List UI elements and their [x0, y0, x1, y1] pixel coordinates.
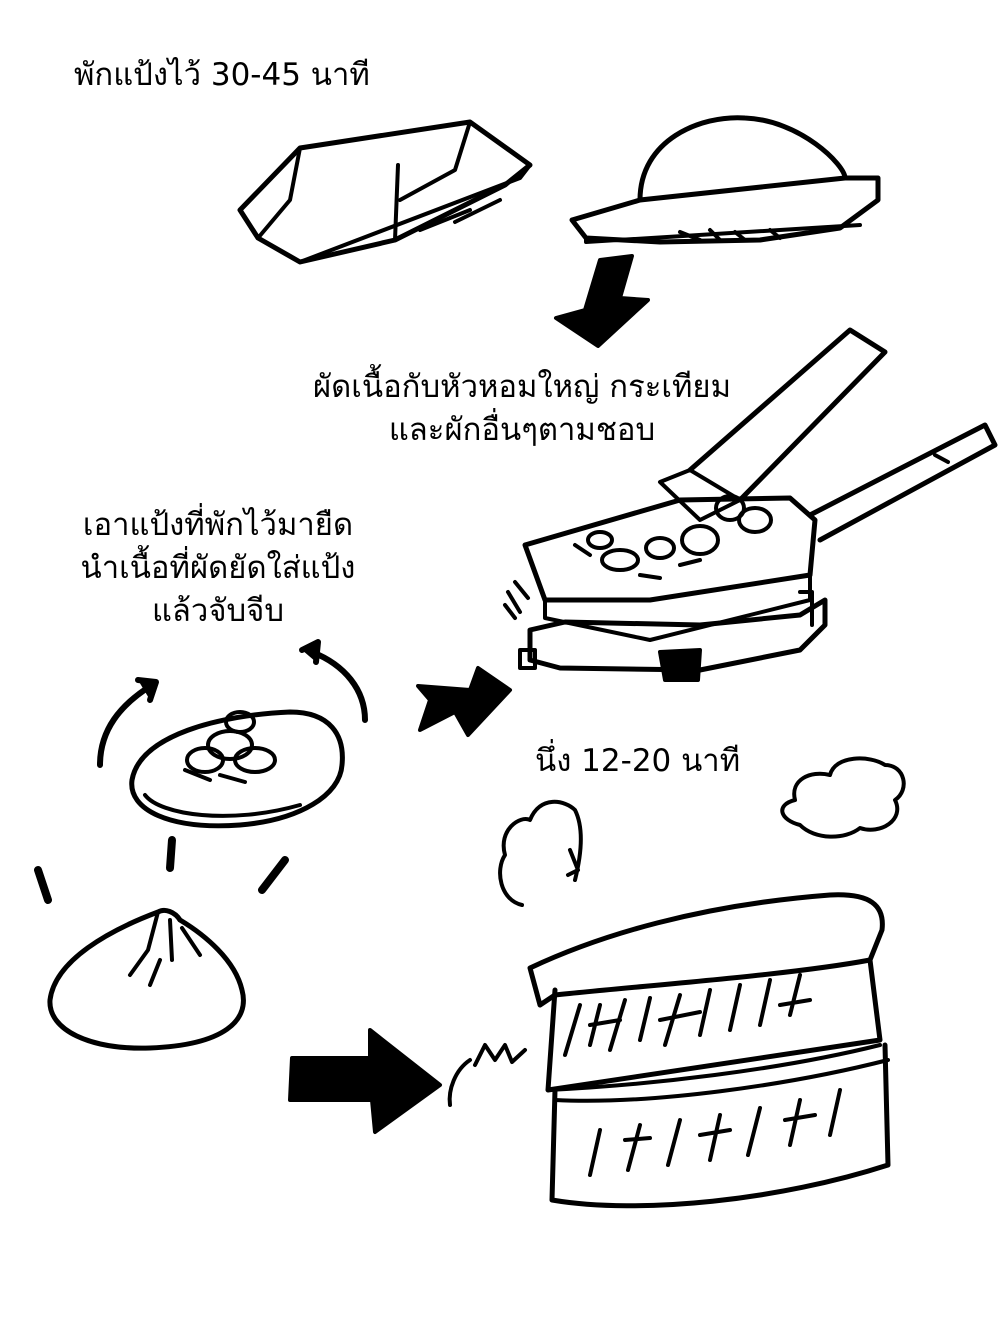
arrow-left-icon	[416, 666, 512, 737]
fill-and-pleat-caption: เอาแป้งที่พักไว้มายืด นำเนื้อที่ผัดยัดใส…	[38, 504, 398, 632]
arrow-right-icon	[288, 1028, 442, 1134]
emphasis-lines-illustration	[34, 836, 289, 904]
fry-filling-caption-line-2: และผักอื่นๆตามชอบ	[388, 411, 656, 448]
fill-and-pleat-caption-line-3: แล้วจับจีบ	[151, 592, 285, 629]
arrow-down-left-icon	[554, 254, 650, 348]
steam-caption: นึ่ง 12-20 นาที	[535, 743, 741, 779]
pleated-bun-illustration	[47, 907, 246, 1051]
bamboo-steamer-illustration	[527, 892, 891, 1209]
puff-illustration	[447, 1043, 527, 1107]
fill-and-pleat-caption-line-2: นำเนื้อที่ผัดยัดใส่แป้ง	[80, 549, 356, 586]
fill-and-pleat-caption-line-1: เอาแป้งที่พักไว้มายืด	[82, 507, 354, 543]
filled-dough-circle-illustration	[129, 709, 345, 829]
dough-ball-on-board-illustration	[569, 115, 881, 245]
frying-pan-on-stove-illustration	[503, 327, 998, 682]
curved-arrows-illustration	[97, 639, 368, 768]
fry-filling-caption: ผัดเนื้อกับหัวหอมใหญ่ กระเทียม และผักอื่…	[282, 366, 762, 452]
covered-dough-illustration	[237, 119, 533, 265]
rest-dough-caption: พักแป้งไว้ 30-45 นาที	[74, 57, 370, 93]
steam-illustration	[498, 756, 906, 907]
fry-filling-caption-line-1: ผัดเนื้อกับหัวหอมใหญ่ กระเทียม	[312, 369, 731, 405]
